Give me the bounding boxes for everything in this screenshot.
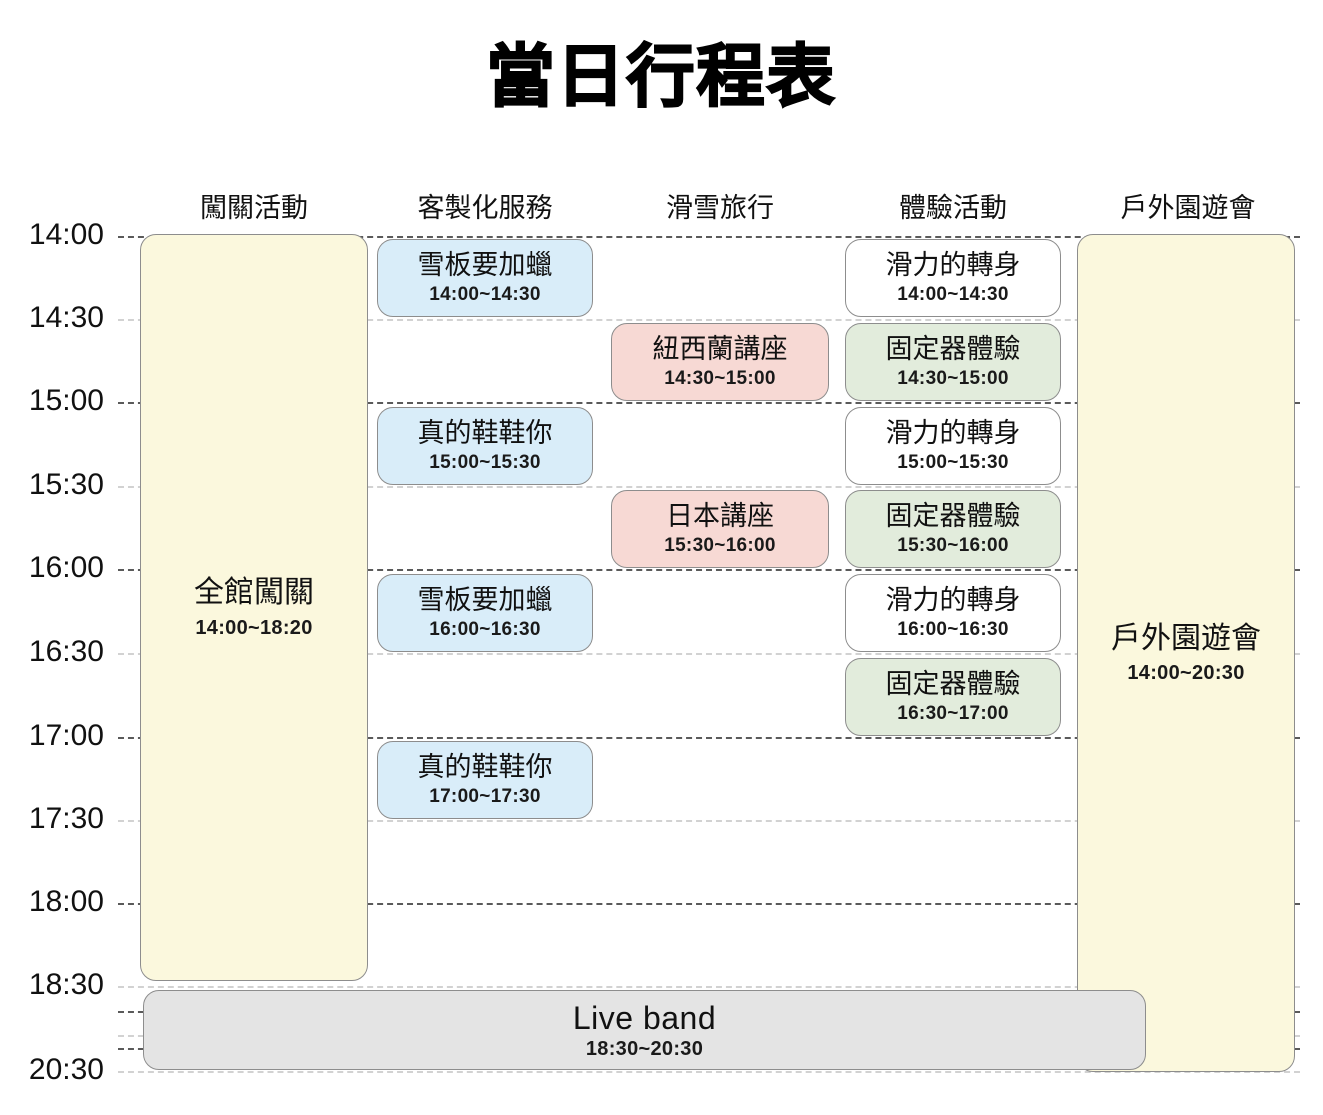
event-title: 真的鞋鞋你: [417, 418, 553, 449]
event-title: 雪板要加蠟: [417, 585, 553, 616]
event-title: 真的鞋鞋你: [417, 752, 553, 783]
column-header-1: 闖關活動: [200, 193, 308, 223]
event-title: 雪板要加蠟: [417, 250, 553, 281]
event-card[interactable]: 滑力的轉身 15:00~15:30: [845, 407, 1061, 485]
event-card[interactable]: 全館闖關 14:00~18:20: [140, 234, 368, 981]
time-label-1600: 16:00: [28, 551, 104, 584]
event-time: 14:30~15:00: [664, 368, 776, 390]
time-label-1630: 16:30: [28, 635, 104, 668]
event-time: 16:30~17:00: [897, 703, 1009, 725]
event-time: 16:00~16:30: [429, 619, 541, 641]
event-time: 15:00~15:30: [429, 452, 541, 474]
column-header-row: 闖關活動 客製化服務 滑雪旅行 體驗活動 戶外園遊會: [0, 186, 1323, 226]
gridline-15:00: [118, 402, 1300, 404]
page-title: 當日行程表: [485, 38, 837, 117]
time-label-2030: 20:30: [28, 1053, 104, 1086]
event-time: 15:30~16:00: [897, 535, 1009, 557]
event-title: 紐西蘭講座: [652, 334, 788, 365]
event-card[interactable]: 紐西蘭講座 14:30~15:00: [611, 323, 829, 401]
event-time: 14:00~14:30: [429, 284, 541, 306]
event-time: 14:00~18:20: [195, 616, 313, 639]
gridline-15:30: [118, 486, 1300, 488]
event-title: 滑力的轉身: [885, 250, 1021, 281]
event-title: Live band: [572, 999, 717, 1036]
event-title: 戶外園遊會: [1111, 621, 1261, 655]
column-header-3: 滑雪旅行: [666, 193, 774, 223]
event-card[interactable]: 真的鞋鞋你 15:00~15:30: [377, 407, 593, 485]
event-title: 固定器體驗: [885, 669, 1021, 700]
column-header-2: 客製化服務: [417, 193, 553, 223]
event-title: 滑力的轉身: [885, 585, 1021, 616]
time-label-1430: 14:30: [28, 301, 104, 334]
time-label-1530: 15:30: [28, 468, 104, 501]
event-title: 固定器體驗: [885, 501, 1021, 532]
gridline-17:30: [118, 820, 1300, 822]
gridline-20:30: [118, 1071, 1300, 1073]
event-time: 18:30~20:30: [585, 1038, 704, 1061]
event-title: 滑力的轉身: [885, 418, 1021, 449]
event-title: 固定器體驗: [885, 334, 1021, 365]
event-time: 14:00~14:30: [897, 284, 1009, 306]
time-label-1830: 18:30: [28, 968, 104, 1001]
event-card[interactable]: 固定器體驗 16:30~17:00: [845, 658, 1061, 736]
event-time: 14:30~15:00: [897, 368, 1009, 390]
event-title: 全館闖關: [194, 576, 314, 610]
time-label-1800: 18:00: [28, 885, 104, 918]
event-card[interactable]: 雪板要加蠟 16:00~16:30: [377, 574, 593, 652]
gridline-17:00: [118, 737, 1300, 739]
column-header-5: 戶外園遊會: [1120, 193, 1256, 223]
time-label-1500: 15:00: [28, 384, 104, 417]
gridline-16:00: [118, 569, 1300, 571]
event-card[interactable]: 戶外園遊會 14:00~20:30: [1077, 234, 1295, 1072]
event-time: 14:00~20:30: [1127, 662, 1245, 685]
event-card[interactable]: 日本講座 15:30~16:00: [611, 490, 829, 568]
event-title: 日本講座: [666, 501, 774, 532]
column-header-4: 體驗活動: [899, 193, 1007, 223]
event-card[interactable]: 滑力的轉身 16:00~16:30: [845, 574, 1061, 652]
event-card[interactable]: 真的鞋鞋你 17:00~17:30: [377, 741, 593, 819]
event-card[interactable]: 固定器體驗 15:30~16:00: [845, 490, 1061, 568]
event-card[interactable]: 雪板要加蠟 14:00~14:30: [377, 239, 593, 317]
time-label-1400: 14:00: [28, 218, 104, 251]
event-time: 15:30~16:00: [664, 535, 776, 557]
event-time: 15:00~15:30: [897, 452, 1009, 474]
event-card[interactable]: 滑力的轉身 14:00~14:30: [845, 239, 1061, 317]
gridline-18:00: [118, 903, 1300, 905]
gridline-14:00: [118, 236, 1300, 238]
event-time: 17:00~17:30: [429, 786, 541, 808]
event-time: 16:00~16:30: [897, 619, 1009, 641]
gridline-18:30: [118, 986, 1300, 988]
time-label-1730: 17:30: [28, 802, 104, 835]
gridline-14:30: [118, 319, 1300, 321]
gridline-16:30: [118, 653, 1300, 655]
time-label-1700: 17:00: [28, 719, 104, 752]
event-card[interactable]: 固定器體驗 14:30~15:00: [845, 323, 1061, 401]
